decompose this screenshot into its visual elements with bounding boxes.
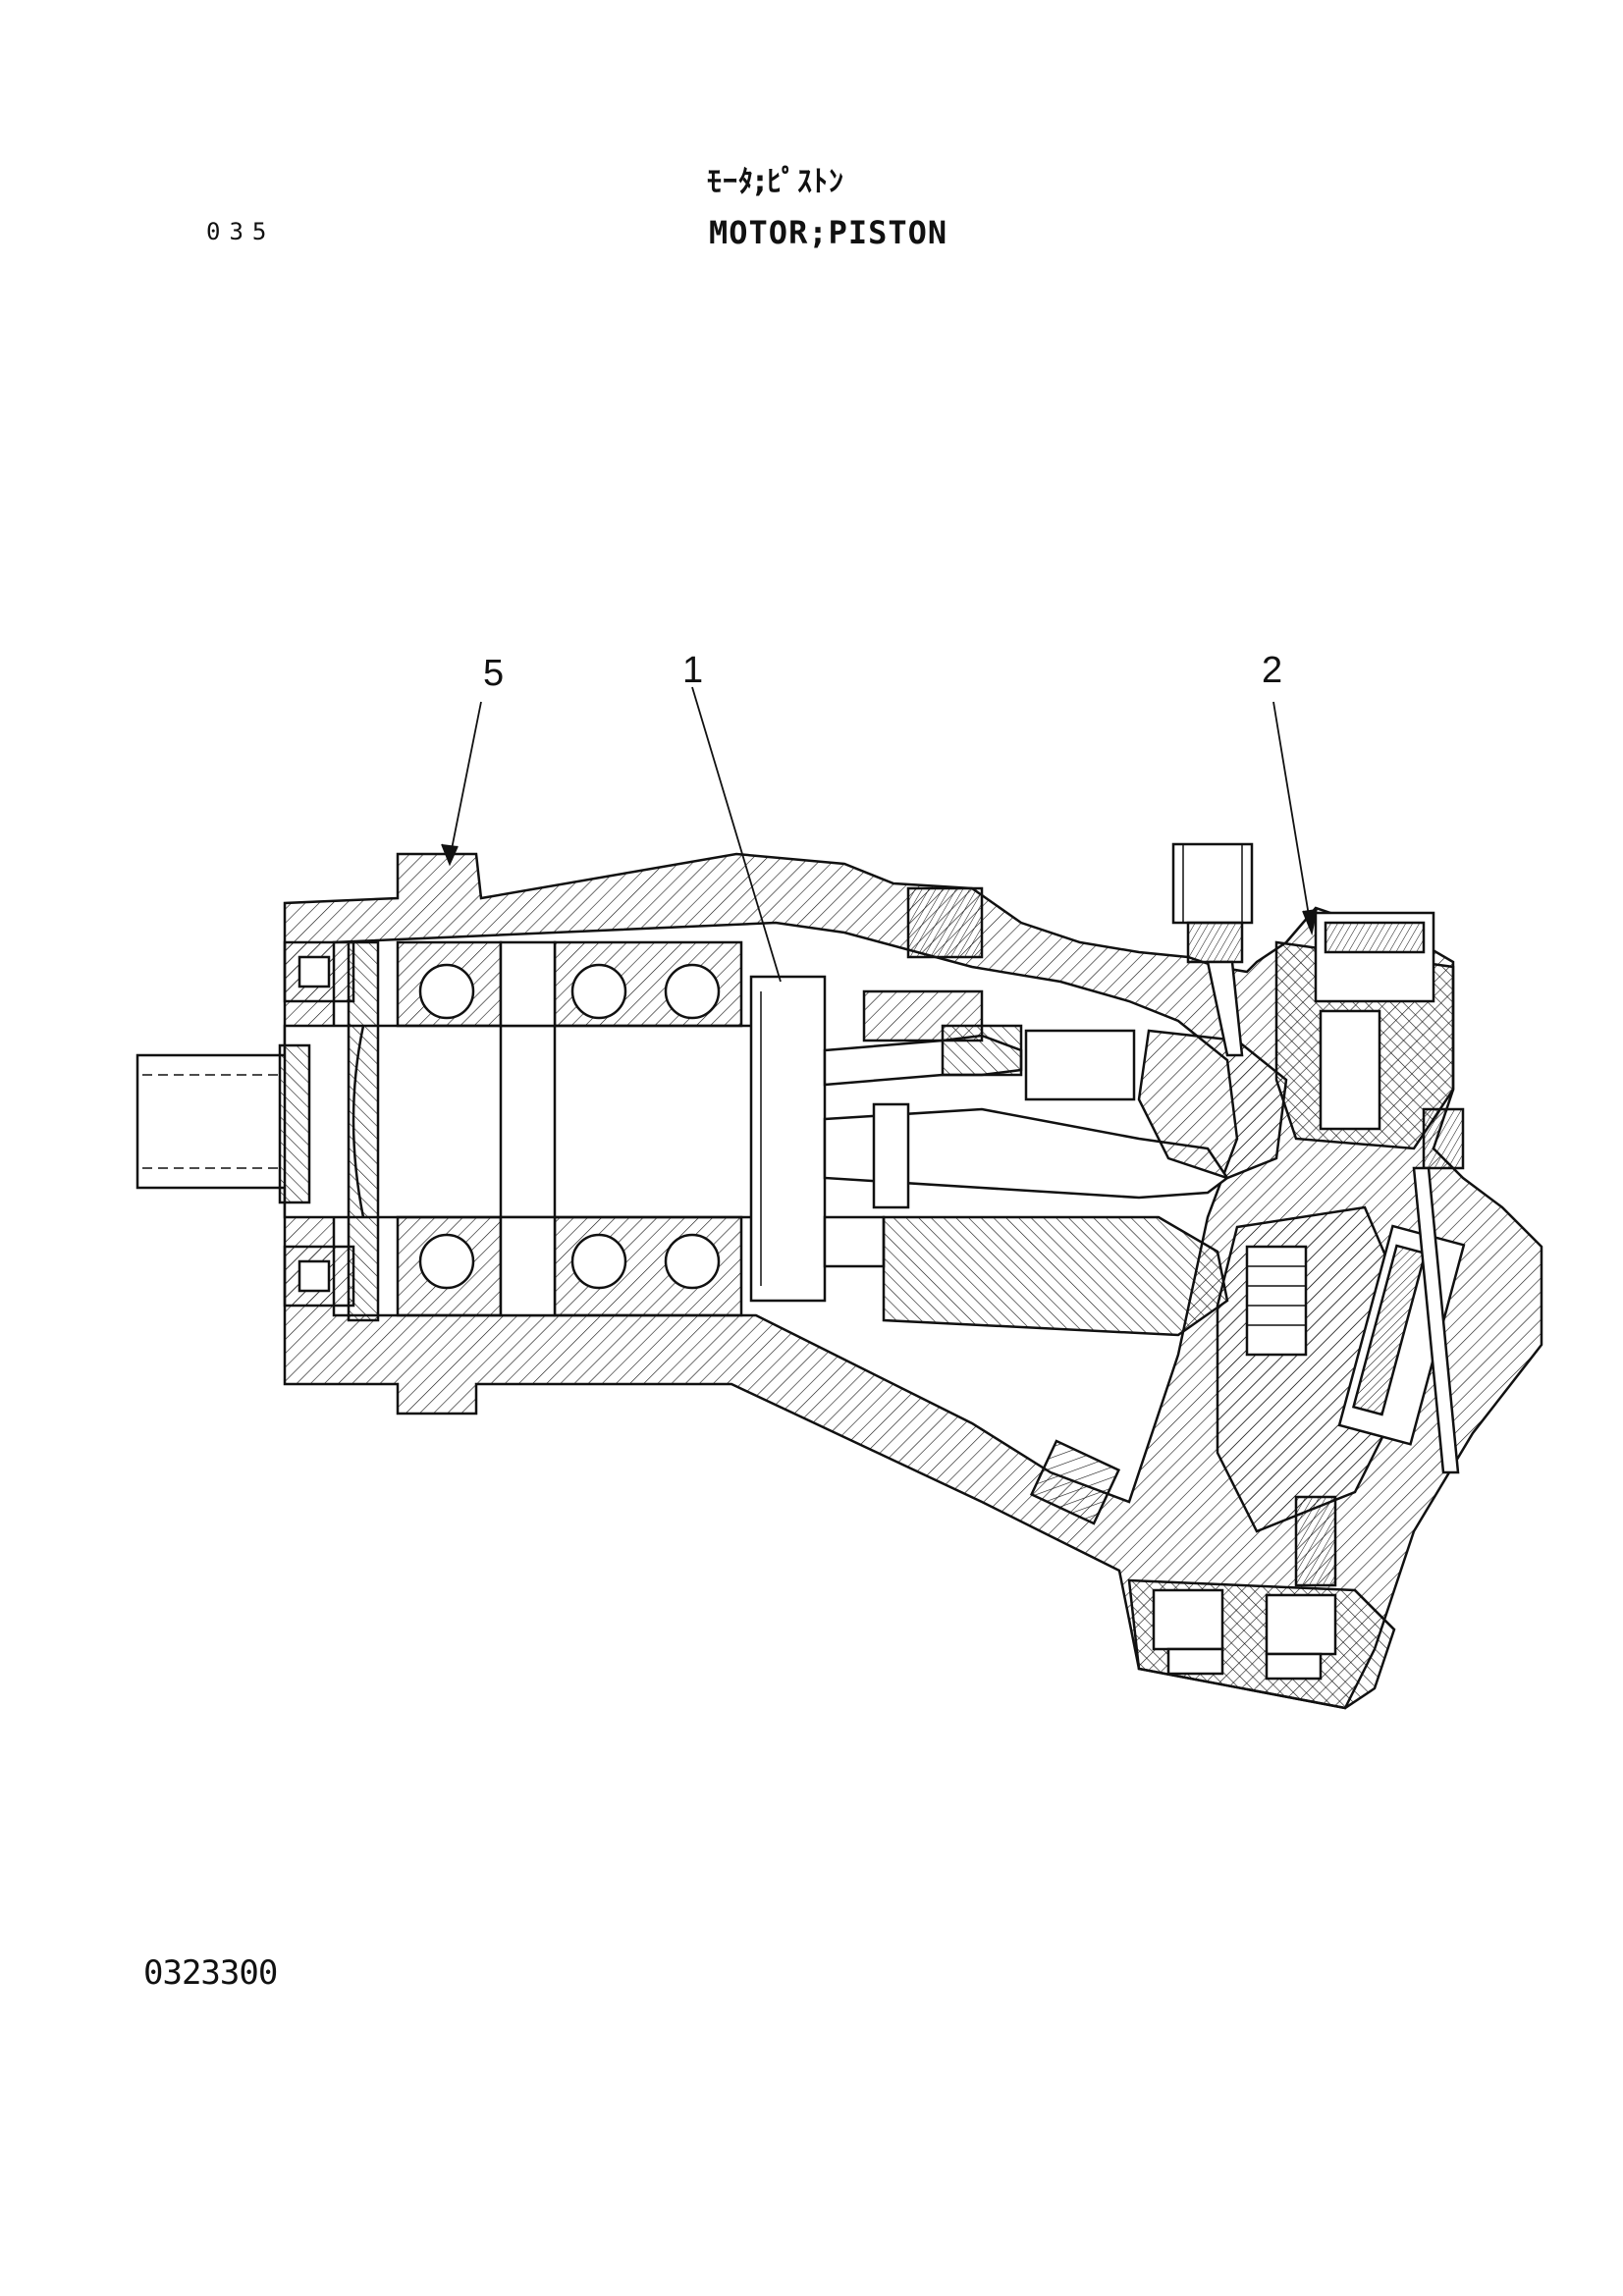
bearing-ball (570, 963, 627, 1020)
output-shaft (135, 1024, 758, 1219)
drawing-number: 0323300 (143, 1953, 278, 1993)
shaft-seal (278, 1043, 311, 1204)
bearing-ball (664, 963, 721, 1020)
drive-flange (749, 975, 827, 1303)
callout-1: 1 (682, 650, 704, 691)
top-plug (906, 886, 984, 959)
bearing-ball (418, 1233, 475, 1290)
shaft-end (135, 1053, 297, 1190)
bearings (396, 940, 743, 1317)
side-bolt (1422, 1107, 1465, 1170)
callout-2: 2 (1262, 650, 1283, 691)
front-cover (283, 940, 380, 1322)
page-number: 035 (206, 218, 276, 245)
title-english: MOTOR;PISTON (709, 214, 948, 251)
callout-5: 5 (483, 653, 505, 694)
bearing-ball (570, 1233, 627, 1290)
title-japanese: ﾓｰﾀ;ﾋﾟｽﾄﾝ (707, 165, 844, 199)
end-cover (1127, 1495, 1396, 1710)
cylinder-block (882, 1029, 1288, 1337)
leader-lines (441, 686, 1318, 983)
valve-plate-head (1216, 911, 1466, 1533)
bearing-ball (664, 1233, 721, 1290)
top-fitting (1171, 842, 1254, 925)
leader-2 (1272, 701, 1312, 929)
flange-disc (749, 975, 827, 1303)
fittings-and-plugs (906, 842, 1465, 1525)
leader-1 (691, 686, 782, 983)
bearing-ball (418, 963, 475, 1020)
leader-5 (449, 701, 482, 860)
pistons-and-rods (823, 989, 1229, 1268)
